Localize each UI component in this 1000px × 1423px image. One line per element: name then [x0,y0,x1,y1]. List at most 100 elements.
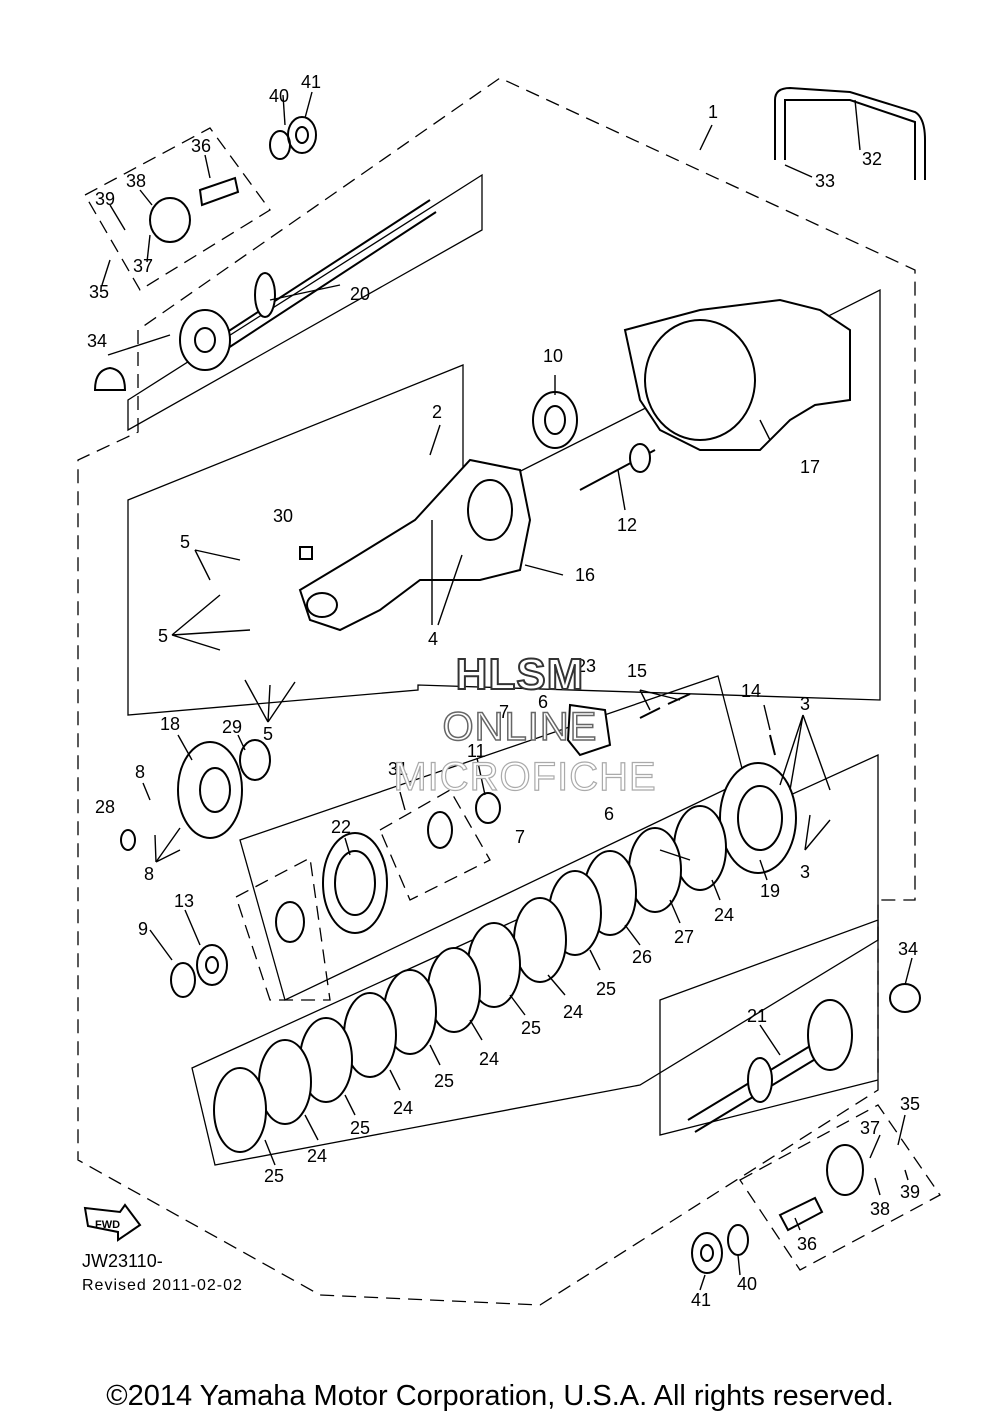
gear-10-icon [532,391,578,449]
callout-23: 23 [576,656,596,676]
cover-18-icon [177,741,243,839]
right-flange-icon [807,999,853,1071]
plate-23-icon [566,703,612,757]
diagram-code: JW23110- [82,1251,163,1271]
right-hub-icon [826,1144,864,1196]
forward-arrow-icon [83,1203,142,1242]
revision-date: Revised 2011-02-02 [82,1277,243,1294]
watermark-line3: MICROFICHE [393,754,657,799]
callout-28: 28 [95,797,115,817]
front-housing-icon [298,458,532,632]
callout-24e: 24 [307,1146,327,1166]
callout-7a: 7 [499,702,509,722]
callout-14: 14 [741,681,761,701]
callout-41a: 41 [301,72,321,92]
callout-37a: 37 [133,256,153,276]
callout-37b: 37 [860,1118,880,1138]
vent-hose-inner-icon [784,99,916,180]
callout-40b: 40 [737,1274,757,1294]
bearing-11-icon [475,792,501,824]
callout-16: 16 [575,565,595,585]
callout-15: 15 [627,661,647,681]
callout-41b: 41 [691,1290,711,1310]
watermark-line1: HLSM [455,649,585,700]
spring-14-icon [769,734,776,756]
callout-6b: 6 [604,804,614,824]
callout-40a: 40 [269,86,289,106]
callout-2: 2 [432,402,442,422]
callout-22: 22 [331,817,351,837]
callout-12: 12 [617,515,637,535]
callout-39b: 39 [900,1182,920,1202]
bearing-41b-icon [691,1232,723,1274]
pinion-31-icon [427,811,453,849]
drive-shaft-icon [214,199,437,353]
callout-30: 30 [273,506,293,526]
callout-5c: 5 [263,724,273,744]
sleeve-36-icon [198,176,240,207]
sleeve-36b-icon [778,1196,824,1232]
fwd-label: FWD [95,1219,120,1231]
callout-34b: 34 [898,939,918,959]
callout-27: 27 [674,927,694,947]
pinion-gear-icon [275,901,305,943]
callout-19: 19 [760,881,780,901]
callout-11: 11 [467,741,486,761]
callout-33: 33 [815,171,835,191]
bearing-13-icon [196,944,228,986]
cap-34b-icon [889,983,921,1013]
callout-38a: 38 [126,171,146,191]
callout-5a: 5 [180,532,190,552]
vent-hose-icon [774,86,926,180]
bearing-41-icon [287,116,317,154]
pressure-plate-19-icon [719,762,797,874]
callout-10: 10 [543,346,563,366]
callout-24a: 24 [714,905,734,925]
callout-34a: 34 [87,331,107,351]
housing-bore-icon [644,319,756,441]
rear-housing-icon [623,298,851,451]
left-flange-icon [179,309,231,371]
collar-30-icon [299,546,313,560]
callout-25d: 25 [350,1118,370,1138]
gear-carrier-dashbox [379,789,491,901]
callout-20: 20 [350,284,370,304]
callout-25c: 25 [434,1071,454,1091]
callout-25a: 25 [596,979,616,999]
callout-24c: 24 [479,1049,499,1069]
callout-17: 17 [800,457,820,477]
callout-38b: 38 [870,1199,890,1219]
right-hub-dashbox [739,1104,941,1271]
callout-9: 9 [138,919,148,939]
o-ring-29-icon [239,739,271,781]
callout-32: 32 [862,149,882,169]
left-hub-icon [149,197,191,243]
callout-5b: 5 [158,626,168,646]
leader-lines [101,91,913,1291]
copyright-notice: ©2014 Yamaha Motor Corporation, U.S.A. A… [106,1380,894,1412]
housing-group-box [127,288,881,716]
callout-35a: 35 [89,282,109,302]
callout-13: 13 [174,891,194,911]
callout-7b: 7 [515,827,525,847]
callout-36b: 36 [797,1234,817,1254]
ring-40b-icon [727,1224,749,1256]
callout-25b: 25 [521,1018,541,1038]
callout-8b: 8 [144,864,154,884]
ring-9-icon [170,962,196,998]
callout-6a: 6 [538,692,548,712]
cap-34-icon [93,366,127,391]
right-shaft-box [659,919,879,1136]
callout-26: 26 [632,947,652,967]
callout-31: 31 [388,759,408,779]
callout-36a: 36 [191,136,211,156]
callout-24d: 24 [393,1098,413,1118]
shaft-group-box [127,173,483,432]
callout-3b: 3 [800,862,810,882]
left-hub-dashbox [84,127,271,291]
watermark-line2: ONLINE [442,704,598,750]
seal-28-icon [120,829,136,851]
ring-gear-22-icon [322,832,388,934]
ring-40-icon [269,130,291,160]
